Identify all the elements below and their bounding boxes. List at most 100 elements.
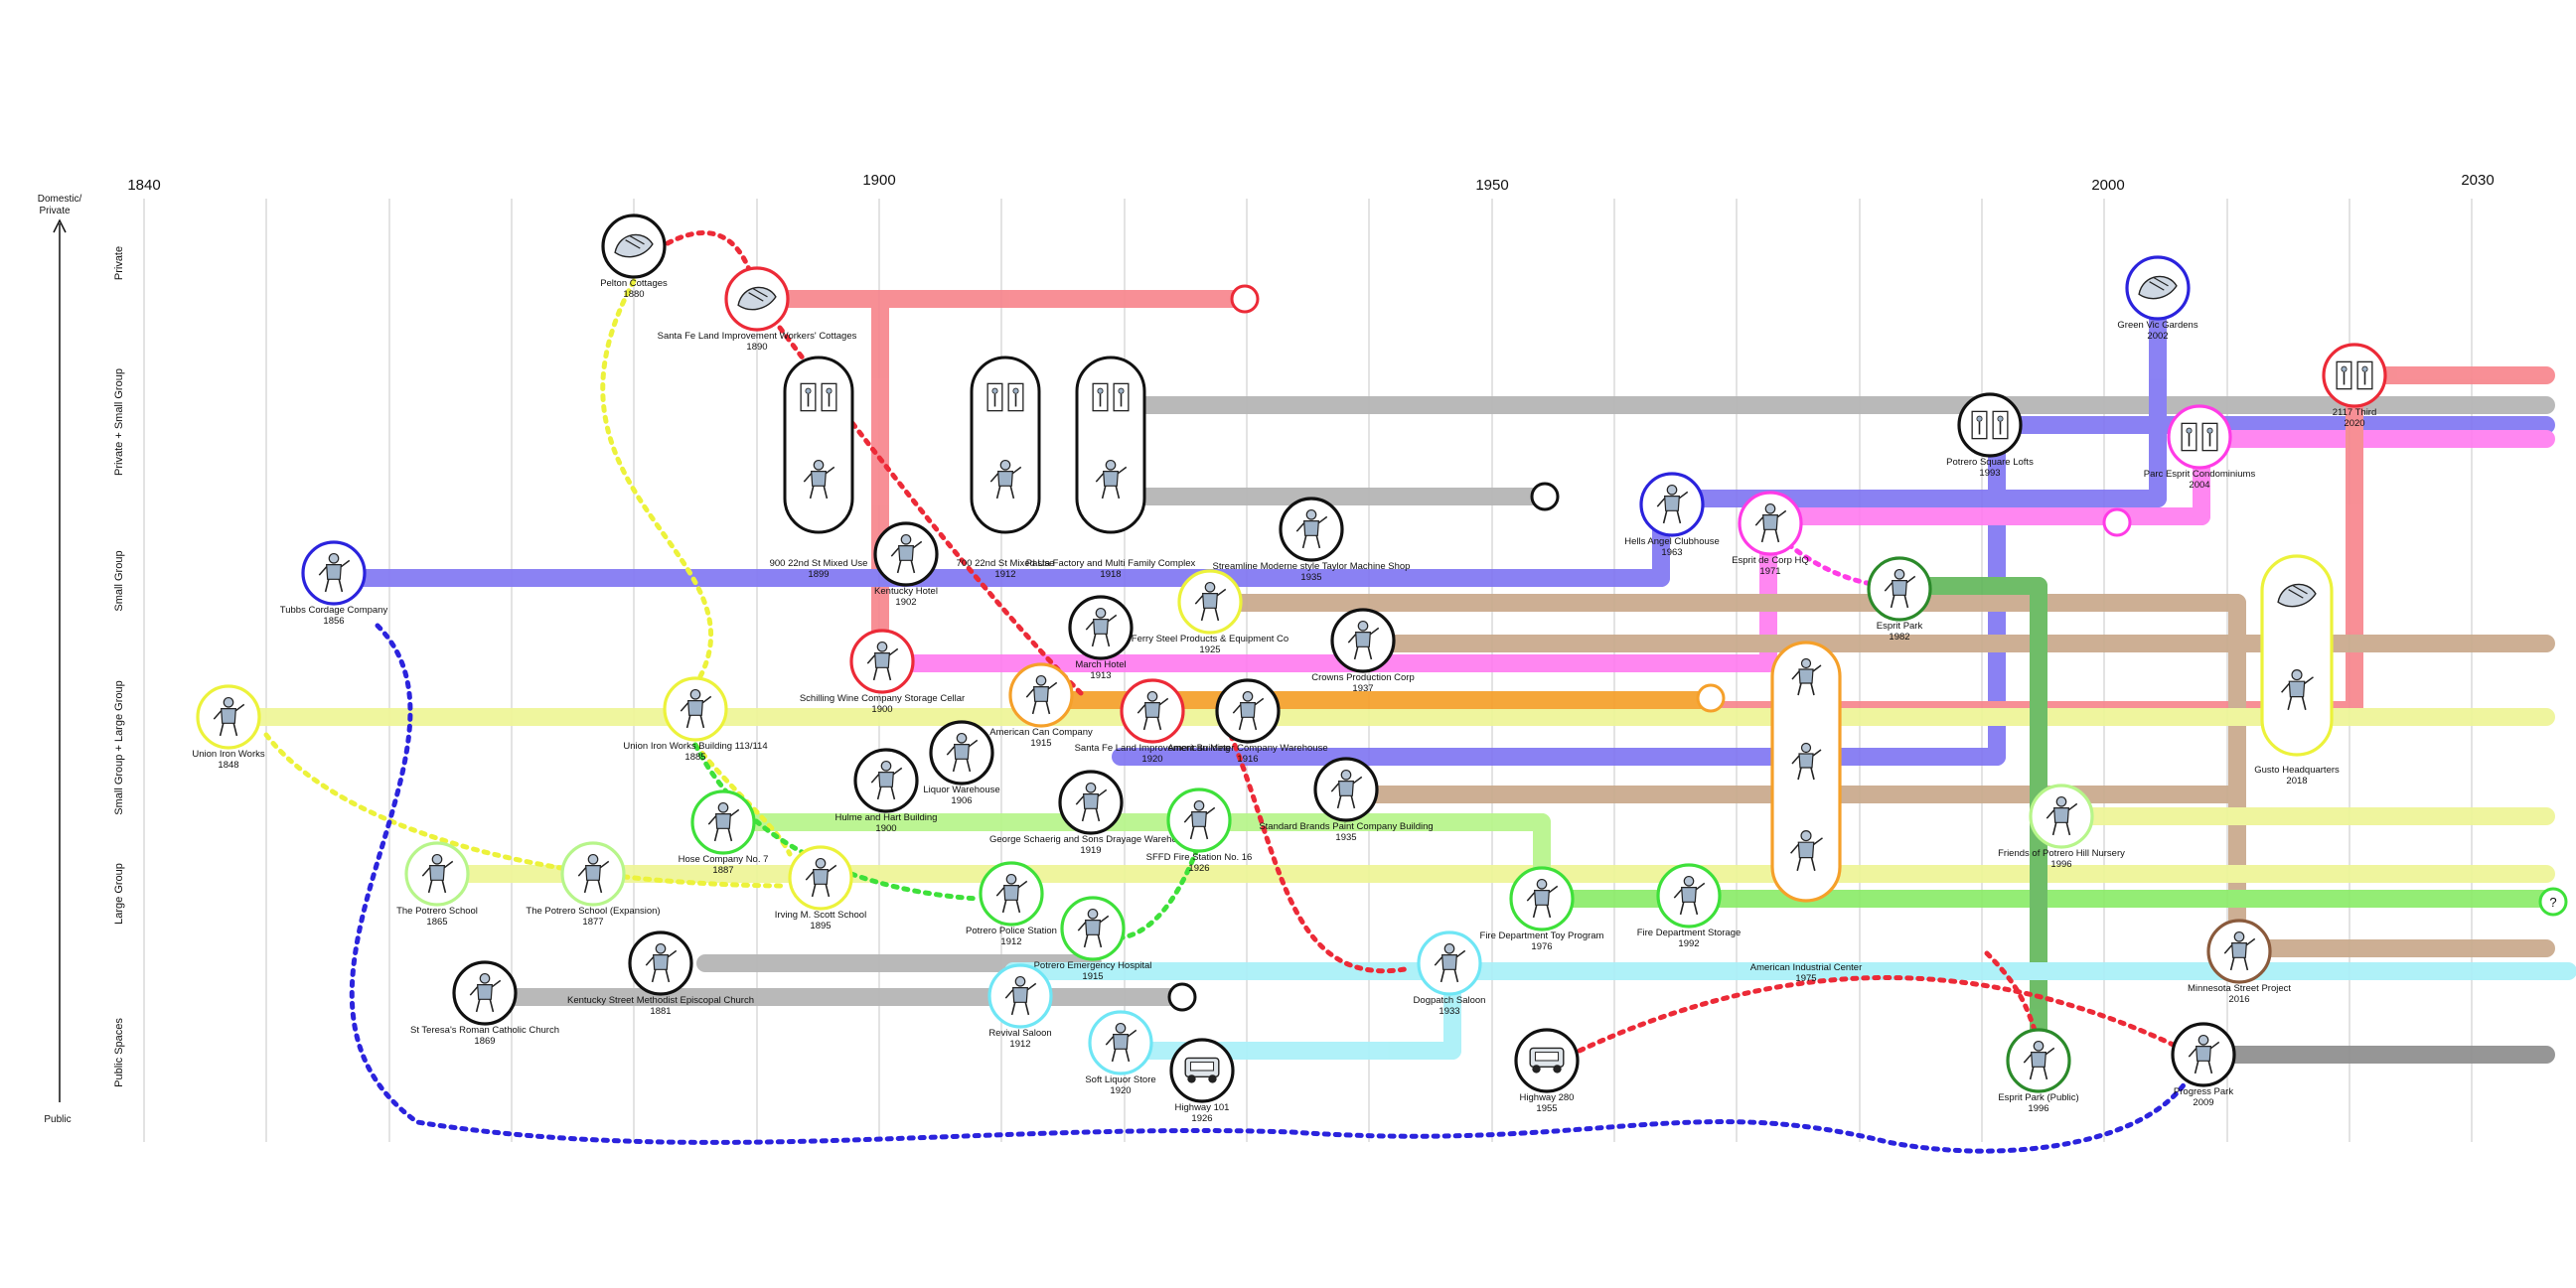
firefighter-icon: [707, 801, 740, 842]
node-esprit-park-public[interactable]: Esprit Park (Public)1996: [1998, 1028, 2079, 1114]
axis-arrowhead-icon: [53, 218, 67, 233]
node-label: Kentucky Hotel: [874, 586, 938, 597]
worker-icon: [1790, 830, 1823, 871]
node-label: The Potrero School: [396, 906, 478, 917]
police-icon: [995, 873, 1028, 914]
node-label: Union Iron Works Building 113/114: [623, 741, 767, 752]
node-year: 1906: [951, 795, 972, 806]
node-year: 1918: [1100, 569, 1121, 580]
node-label: Pelton Cottages: [600, 278, 668, 289]
node-year: 1935: [1335, 832, 1356, 843]
car-icon: [1184, 1057, 1220, 1083]
node-schaezig[interactable]: George Schaerig and Sons Drayage Warehou…: [989, 770, 1192, 856]
node-schilling[interactable]: Schilling Wine Company Storage Cellar190…: [800, 629, 965, 715]
node-label: Crowns Production Corp: [1311, 672, 1415, 683]
node-potrero-school-exp[interactable]: The Potrero School (Expansion)1877: [526, 841, 661, 928]
worker-icon: [870, 760, 903, 800]
node-year: 2016: [2228, 994, 2249, 1005]
node-label: Santa Fe Land Improvement Building: [1075, 743, 1231, 754]
node-year: 1895: [810, 921, 831, 931]
node-year: 1890: [746, 342, 767, 353]
node-label: Hose Company No. 7: [679, 854, 769, 865]
teacher-icon: [421, 853, 454, 894]
node-year: 1915: [1030, 738, 1051, 749]
node-pill: [1770, 641, 1842, 903]
node-year: 1900: [875, 823, 896, 834]
worker-icon: [1791, 742, 1822, 781]
year-label-1840: 1840: [127, 177, 160, 194]
node-pasta[interactable]: Pasta Factory and Multi Family Complex19…: [1026, 356, 1196, 580]
node-santa-fe-cottages[interactable]: Santa Fe Land Improvement Workers' Cotta…: [658, 266, 857, 353]
node-label: George Schaerig and Sons Drayage Warehou…: [989, 834, 1192, 845]
mixed-use-icon: [986, 382, 1024, 412]
node-label: American Industrial Center: [1750, 962, 1862, 973]
node-year: 1856: [323, 616, 344, 627]
preacher-icon: [645, 942, 678, 983]
node-year: 1971: [1759, 566, 1780, 577]
node-year: 2018: [2286, 776, 2307, 787]
node-label: Green Vic Gardens: [2117, 320, 2197, 331]
node-year: 1885: [684, 752, 705, 763]
node-year: 1935: [1300, 572, 1321, 583]
category-private-small-group: Private + Small Group: [113, 368, 125, 476]
node-year: 2002: [2147, 331, 2168, 342]
teacher-icon: [2223, 930, 2256, 971]
node-streamline[interactable]: Streamline Moderne style Taylor Machine …: [1213, 497, 1411, 583]
node-kentucky-methodist[interactable]: Kentucky Street Methodist Episcopal Chur…: [567, 930, 754, 1017]
node-label: Liquor Warehouse: [923, 785, 999, 795]
node-year: 2020: [2344, 418, 2364, 429]
worker-icon: [2281, 669, 2314, 710]
worker-icon: [890, 533, 923, 574]
node-standard-brands[interactable]: Standard Brands Paint Company Building19…: [1259, 757, 1434, 843]
axis-top-label-line2: Private: [39, 206, 71, 216]
worker-icon: [1025, 674, 1058, 715]
end-marker-question: [2538, 887, 2568, 917]
dotted-hose-police: [692, 742, 982, 902]
node-year: 1880: [623, 289, 644, 300]
mixed-use-icon: [1092, 382, 1130, 412]
node-label: Tubbs Cordage Company: [280, 605, 388, 616]
